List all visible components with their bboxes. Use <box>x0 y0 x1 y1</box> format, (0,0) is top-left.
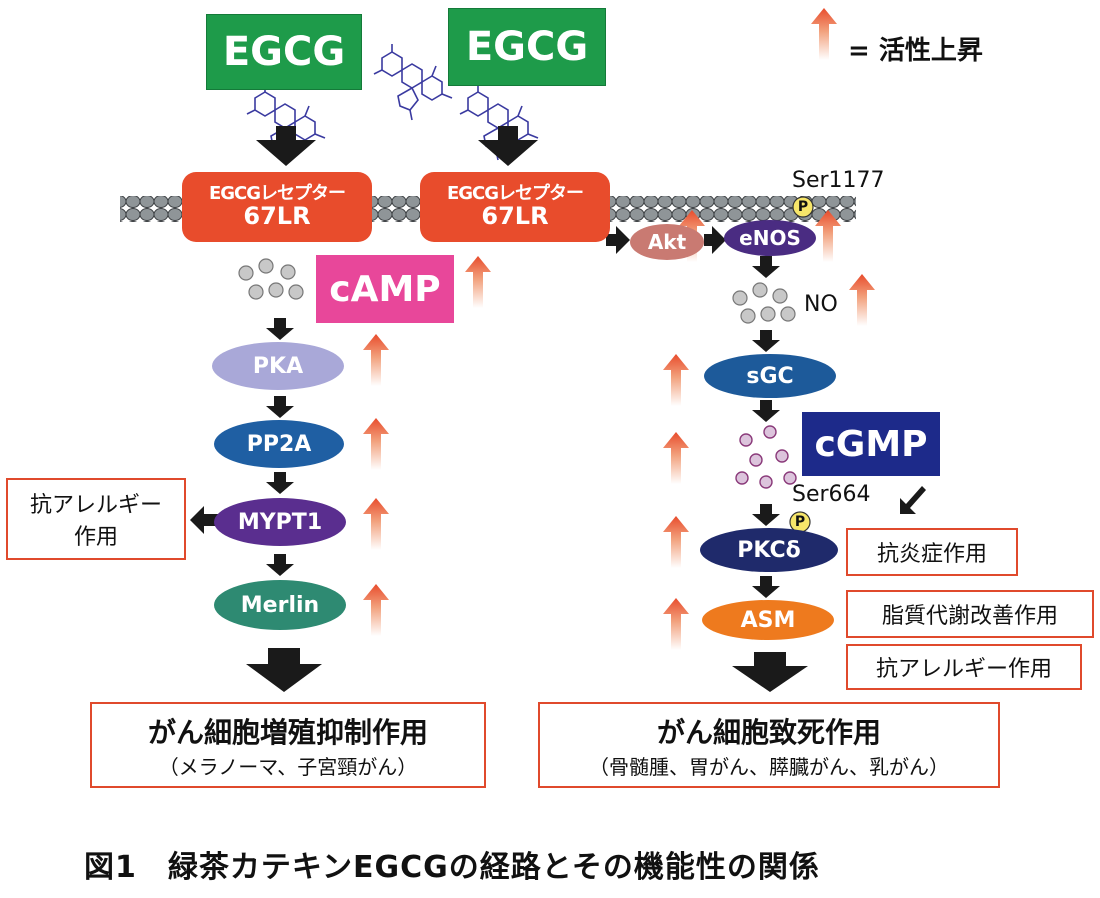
arrow-no-to-sgc <box>752 330 780 352</box>
ser1177-label: Ser1177 <box>792 168 885 193</box>
cgmp-up-arrow-icon <box>663 432 689 484</box>
camp-box: cAMP <box>316 255 454 323</box>
pp2a-node: PP2A <box>214 420 344 468</box>
pkcd-up-arrow-icon <box>663 516 689 568</box>
figure-title: 図1 緑茶カテキンEGCGの経路とその機能性の関係 <box>84 850 820 885</box>
legend-label: = 活性上昇 <box>848 36 983 66</box>
egcg-molecule-icon <box>373 43 453 121</box>
receptor-name: 67LR <box>481 201 549 230</box>
camp-up-arrow-icon <box>465 256 491 308</box>
pkcd-node: PKCδ <box>700 528 838 572</box>
arrow-akt-to-enos <box>704 226 726 254</box>
sgc-up-arrow-icon <box>663 354 689 406</box>
mypt1-node: MYPT1 <box>214 498 346 546</box>
ser664-label: Ser664 <box>792 482 871 507</box>
akt-node: Akt <box>630 224 704 260</box>
antiallergy-left-box: 抗アレルギー 作用 <box>6 478 186 560</box>
outcome-left-detail: （メラノーマ、子宮頸がん） <box>158 754 418 779</box>
arrow-mypt1-to-antiallergy <box>190 506 218 534</box>
arrow-pp2a-to-mypt1 <box>266 472 294 494</box>
arrow-merlin-to-outcome <box>246 648 322 692</box>
outcome-right-title: がん細胞致死作用 <box>656 715 881 749</box>
receptor-name: 67LR <box>243 201 311 230</box>
arrow-mypt1-to-merlin <box>266 554 294 576</box>
merlin-up-arrow-icon <box>363 584 389 636</box>
no-particles <box>732 282 796 324</box>
arrow-pkcd-to-asm <box>752 576 780 598</box>
outcome-left-box: がん細胞増殖抑制作用 （メラノーマ、子宮頸がん） <box>90 702 486 788</box>
phospho-label: P <box>794 514 806 530</box>
outcome-right-detail: （骨髄腫、胃がん、膵臓がん、乳がん） <box>589 754 949 779</box>
receptor-label: EGCGレセプター <box>446 182 584 204</box>
cgmp-particles <box>735 425 797 489</box>
egcg-box-right: EGCG <box>448 8 606 86</box>
phospho-circle-enos <box>792 196 814 218</box>
arrow-enos-to-no <box>752 256 780 278</box>
arrow-egcg-to-receptor-left <box>256 126 316 166</box>
antiinflammatory-box: 抗炎症作用 <box>846 528 1018 576</box>
receptor-67lr-left: EGCGレセプター 67LR <box>182 172 372 242</box>
outcome-right-box: がん細胞致死作用 （骨髄腫、胃がん、膵臓がん、乳がん） <box>538 702 1000 788</box>
camp-particles <box>238 258 304 300</box>
asm-up-arrow-icon <box>663 598 689 650</box>
arrow-camp-to-pka <box>266 318 294 340</box>
pka-node: PKA <box>212 342 344 390</box>
outcome-left-title: がん細胞増殖抑制作用 <box>147 715 428 749</box>
no-up-arrow-icon <box>849 274 875 326</box>
enos-node: eNOS <box>724 220 816 256</box>
no-label: NO <box>804 292 838 317</box>
sgc-node: sGC <box>704 354 836 398</box>
mypt1-up-arrow-icon <box>363 498 389 550</box>
arrow-sgc-to-cgmp <box>752 400 780 422</box>
arrow-egcg-to-receptor-right <box>478 126 538 166</box>
antiallergy-right-box: 抗アレルギー作用 <box>846 644 1082 690</box>
cgmp-box: cGMP <box>802 412 940 476</box>
pp2a-up-arrow-icon <box>363 418 389 470</box>
merlin-node: Merlin <box>214 580 346 630</box>
receptor-67lr-right: EGCGレセプター 67LR <box>420 172 610 242</box>
antiallergy-left-line2: 作用 <box>73 525 118 550</box>
asm-node: ASM <box>702 600 834 640</box>
phospho-label: P <box>797 199 809 215</box>
activity-up-arrow-icon <box>811 8 837 60</box>
ser664-pointer-icon <box>900 486 926 514</box>
arrow-receptor-to-akt <box>606 226 630 254</box>
arrow-cgmp-to-pkcd <box>752 504 780 526</box>
egcg-box-left: EGCG <box>206 14 362 90</box>
lipid-metabolism-box: 脂質代謝改善作用 <box>846 590 1094 638</box>
arrow-pka-to-pp2a <box>266 396 294 418</box>
pka-up-arrow-icon <box>363 334 389 386</box>
antiallergy-left-line1: 抗アレルギー <box>29 493 162 518</box>
arrow-asm-to-outcome <box>732 652 808 692</box>
receptor-label: EGCGレセプター <box>208 182 346 204</box>
